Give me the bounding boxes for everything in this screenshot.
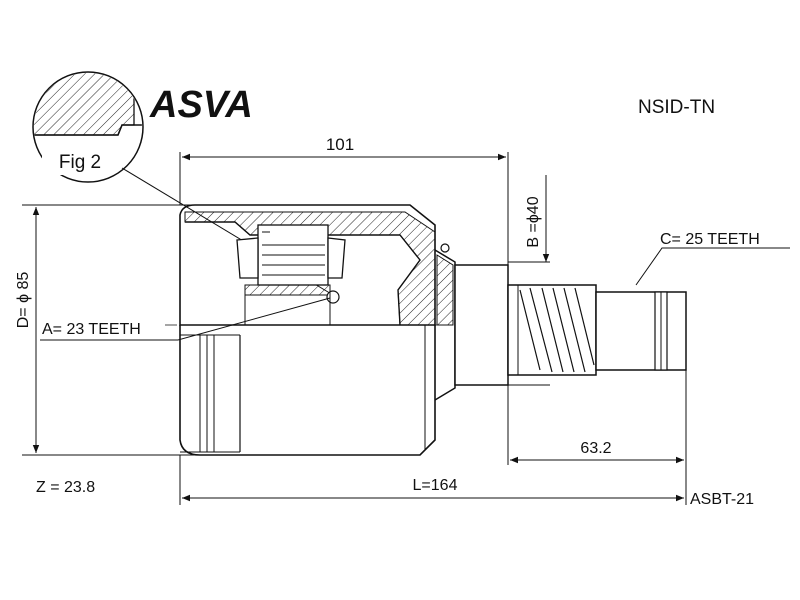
- dim-63-label: 63.2: [580, 440, 611, 457]
- dim-b40-label: B =ϕ40: [525, 196, 542, 247]
- splined-shaft: [507, 284, 687, 376]
- z-value: Z = 23.8: [36, 479, 95, 496]
- dimension-b40: B =ϕ40: [508, 175, 550, 386]
- catalog-code: ASBT-21: [690, 491, 754, 508]
- dimension-d85: D= ϕ 85: [15, 204, 195, 456]
- dim-101-label: 101: [326, 135, 354, 154]
- dimension-l164: L=164: [179, 455, 684, 505]
- fig-label: Fig 2: [59, 152, 101, 173]
- tripod-roller: [236, 224, 346, 325]
- dim-d85-label: D= ϕ 85: [15, 272, 32, 329]
- dimension-63-2: 63.2: [507, 370, 687, 505]
- inner-teeth-label: A= 23 TEETH: [42, 321, 141, 338]
- part-code: NSID-TN: [638, 97, 715, 118]
- brand-logo: ASVA: [149, 84, 253, 126]
- flange-neck: [434, 243, 509, 401]
- dimension-101: 101: [179, 135, 509, 265]
- dim-l164-label: L=164: [413, 477, 458, 494]
- fig2-detail: Fig 2: [32, 71, 144, 183]
- callout-outer-teeth: C= 25 TEETH: [635, 231, 790, 286]
- outer-teeth-label: C= 25 TEETH: [660, 231, 760, 248]
- callout-inner-teeth: A= 23 TEETH: [40, 297, 331, 341]
